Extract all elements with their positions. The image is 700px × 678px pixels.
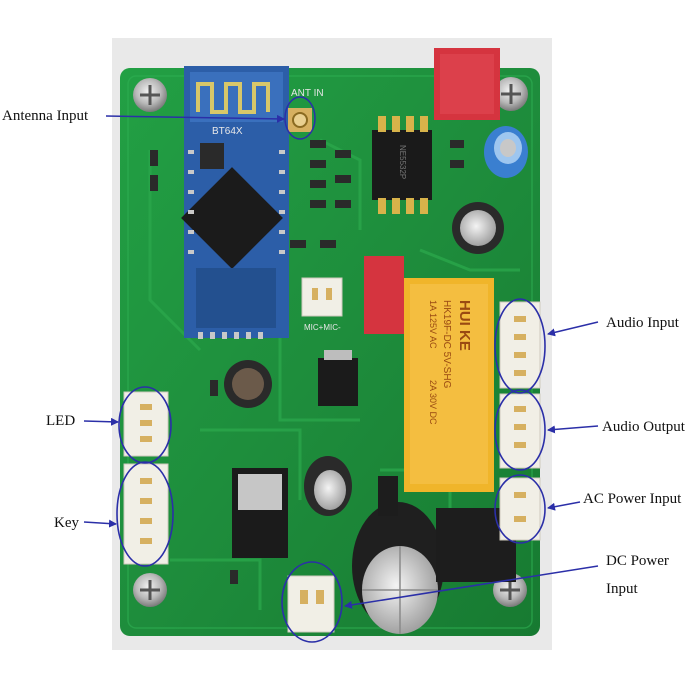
red-capacitor-mid [364, 256, 404, 334]
mic-silk: MIC+MIC- [304, 323, 341, 332]
antenna-connector: ANT IN [284, 88, 324, 140]
ic-label: NE5532P [398, 145, 407, 179]
module-label: BT64X [212, 126, 243, 137]
audio-input-arrow [547, 321, 599, 337]
led-label: LED [46, 413, 76, 429]
capacitor-center [304, 456, 352, 516]
antenna-silk: ANT IN [291, 88, 324, 99]
bluetooth-module: BT64X [181, 66, 289, 339]
highlight-ellipses [116, 298, 546, 643]
capacitor-medium [452, 202, 504, 254]
led-highlight-ellipse [118, 386, 172, 464]
ac-power-input-label: AC Power Input [583, 491, 682, 507]
audio-output-label: Audio Output [602, 419, 685, 435]
mounting-screw-top-left [133, 78, 167, 112]
ac-power-connector [499, 477, 541, 541]
blue-capacitor [484, 126, 528, 178]
mounting-screw-top-right [494, 77, 528, 111]
ac-power-highlight-ellipse [494, 474, 546, 544]
key-connector [123, 463, 169, 565]
antenna-arrow [105, 114, 285, 123]
relay-brand: HUI KE [456, 300, 473, 351]
audio-input-label: Audio Input [606, 315, 679, 331]
key-label: Key [54, 515, 79, 531]
audio-output-highlight-ellipse [494, 389, 546, 471]
relay-model: HK19F-DC 5V-SHG [441, 300, 452, 389]
led-arrow [83, 417, 119, 426]
annotation-arrows [83, 114, 599, 609]
antenna-highlight-ellipse [284, 96, 316, 140]
dc-power-arrow [344, 565, 599, 609]
audio-input-connector [499, 301, 541, 389]
antenna-input-label: Antenna Input [2, 108, 89, 124]
audio-output-connector [499, 393, 541, 469]
relay: HUI KE HK19F-DC 5V-SHG 1A 125V AC 2A 30V… [404, 278, 494, 492]
dc-power-highlight-ellipse [281, 561, 343, 643]
ac-power-arrow [547, 501, 581, 511]
op-amp-ic: NE5532P [372, 116, 432, 214]
dc-power-label-line2: Input [606, 581, 638, 597]
led-connector [123, 391, 169, 457]
key-highlight-ellipse [116, 461, 174, 567]
capacitor-large [352, 502, 444, 634]
audio-output-arrow [547, 425, 599, 434]
audio-input-highlight-ellipse [494, 298, 546, 394]
relay-rating-1: 1A 125V AC [428, 300, 438, 349]
relay-rating-2: 2A 30V DC [428, 380, 438, 425]
mounting-screw-bottom-left [133, 573, 167, 607]
dc-power-connector [287, 575, 335, 633]
mic-connector: MIC+MIC- [301, 277, 343, 332]
dc-power-label-line1: DC Power [606, 553, 669, 569]
diode [378, 476, 398, 516]
capacitor-left [224, 360, 272, 408]
key-arrow [83, 519, 117, 528]
voltage-regulator [232, 350, 358, 558]
